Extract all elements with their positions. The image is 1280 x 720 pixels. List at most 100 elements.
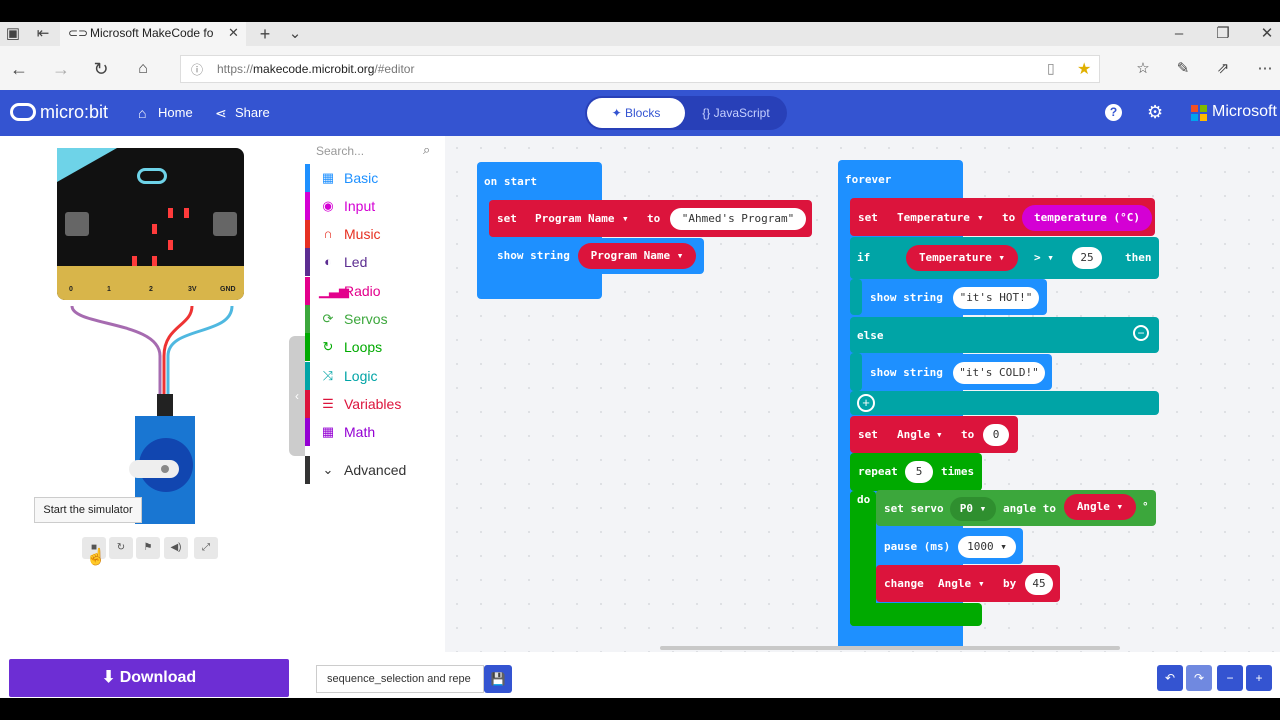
slowmo-icon[interactable]: ⚑ <box>136 537 160 559</box>
help-icon[interactable]: ? <box>1105 104 1122 121</box>
add-else-if-icon[interactable]: + <box>857 394 875 412</box>
temperature-dropdown[interactable]: Temperature <box>897 211 970 224</box>
hot-string[interactable]: "it's HOT!" <box>953 287 1039 309</box>
fullscreen-icon[interactable]: ⤢ <box>194 537 218 559</box>
toolbox-category-logic[interactable]: ⤨Logic <box>305 362 445 390</box>
download-button[interactable]: ⬇ Download <box>9 659 289 697</box>
restart-icon[interactable]: ↻ <box>109 537 133 559</box>
cold-string[interactable]: "it's COLD!" <box>953 362 1045 384</box>
program-name-variable-pill[interactable]: Program Name ▾ <box>578 243 696 269</box>
toolbox-label: Servos <box>344 311 388 327</box>
search-icon: ⌕ <box>423 142 431 157</box>
change-value[interactable]: 45 <box>1025 573 1053 595</box>
forward-icon[interactable]: → <box>52 59 70 79</box>
if-footer <box>850 391 1159 415</box>
minimize-icon[interactable]: – <box>1174 25 1184 42</box>
tab-dropdown-icon[interactable]: ⌄ <box>288 25 302 42</box>
angle-variable-pill[interactable]: Angle ▾ <box>1064 494 1136 520</box>
blocks-tab[interactable]: ✦ Blocks <box>587 98 685 128</box>
share-browser-icon[interactable]: ⇗ <box>1216 60 1230 77</box>
compare-operator[interactable]: > ▾ <box>1034 251 1054 264</box>
temperature-reporter[interactable]: temperature (°C) <box>1022 205 1152 231</box>
settings-gear-icon[interactable]: ⚙ <box>1147 102 1164 122</box>
toolbox-search-input[interactable]: Search... <box>316 144 365 158</box>
stop-simulator-icon[interactable]: ■ <box>82 537 106 559</box>
project-name-input[interactable]: sequence_selection and repe <box>316 665 484 693</box>
set-servo-label: set servo <box>884 502 944 515</box>
set-aside-tabs-icon[interactable]: ⇤ <box>36 25 50 42</box>
toolbox-advanced[interactable]: ⌄Advanced <box>305 456 445 484</box>
microsoft-logo-icon <box>1191 105 1207 121</box>
list-icon: ☰ <box>322 396 334 411</box>
pen-icon[interactable]: ✎ <box>1176 60 1190 77</box>
board-corner-decor <box>57 148 117 182</box>
browser-tab[interactable]: ⊂⊃ Microsoft MakeCode fo ✕ <box>60 22 246 46</box>
by-keyword: by <box>1003 577 1017 590</box>
zoom-in-icon[interactable]: + <box>1246 665 1272 691</box>
window-close-icon[interactable]: ✕ <box>1260 25 1274 42</box>
toolbox-category-variables[interactable]: ☰Variables <box>305 390 445 418</box>
show-string-label: show string <box>870 291 943 304</box>
then-keyword: then <box>1125 251 1152 264</box>
app-logo[interactable]: micro:bit <box>40 102 109 122</box>
simulator-pane: 0 1 2 3V GND Start the simulator ■ ↻ ⚑ ◀… <box>0 136 305 652</box>
if-body-rail <box>850 279 862 315</box>
button-b[interactable] <box>213 212 237 236</box>
tab-actions-icon[interactable]: ▣ <box>5 25 21 42</box>
angle-init-value[interactable]: 0 <box>983 424 1009 446</box>
close-tab-icon[interactable]: ✕ <box>228 25 239 40</box>
toolbox-category-music[interactable]: ∩Music <box>305 220 445 248</box>
toolbox-category-math[interactable]: ▦Math <box>305 418 445 446</box>
toolbox-category-radio[interactable]: ▁▃▅Radio <box>305 277 445 305</box>
back-icon[interactable]: ← <box>10 59 28 79</box>
pause-value[interactable]: 1000 ▾ <box>958 536 1016 558</box>
mute-icon[interactable]: ◀) <box>164 537 188 559</box>
pin-3v-label: 3V <box>188 286 197 293</box>
new-tab-icon[interactable]: + <box>259 24 271 44</box>
compare-value[interactable]: 25 <box>1072 247 1102 269</box>
workspace-scrollbar[interactable] <box>660 646 1120 650</box>
redo-icon[interactable]: ↷ <box>1186 665 1212 691</box>
toolbox-category-loops[interactable]: ↻Loops <box>305 333 445 361</box>
toolbox-category-led[interactable]: ◐Led <box>305 248 445 276</box>
angle-dropdown[interactable]: Angle <box>897 428 931 441</box>
restore-icon[interactable]: ❐ <box>1216 25 1230 42</box>
dropdown-arrow-icon: ▾ <box>936 428 943 441</box>
favorite-star-icon[interactable]: ★ <box>1077 61 1092 78</box>
program-name-value[interactable]: "Ahmed's Program" <box>670 208 806 230</box>
to-keyword: to <box>1002 211 1016 224</box>
board-logo-icon <box>137 168 167 184</box>
javascript-tab[interactable]: {} JavaScript <box>688 98 784 128</box>
toolbox-category-input[interactable]: ◉Input <box>305 192 445 220</box>
toolbox-category-servos[interactable]: ⟳Servos <box>305 305 445 333</box>
button-a[interactable] <box>65 212 89 236</box>
toolbox-category-basic[interactable]: ▦Basic <box>305 164 445 192</box>
share-button[interactable]: Share <box>235 105 270 120</box>
download-label: Download <box>119 669 197 686</box>
reading-view-icon[interactable]: ▯ <box>1047 60 1055 76</box>
undo-icon[interactable]: ↶ <box>1157 665 1183 691</box>
home-icon[interactable]: ⌂ <box>138 60 148 77</box>
home-button[interactable]: Home <box>158 105 193 120</box>
else-block[interactable] <box>850 317 1159 353</box>
zoom-out-icon[interactable]: − <box>1217 665 1243 691</box>
refresh-icon[interactable]: ↻ <box>93 59 109 79</box>
variable-label: Program Name <box>590 249 671 262</box>
toolbox-label: Radio <box>344 283 381 299</box>
toolbox: Search... ⌕ <box>305 136 445 652</box>
collapse-simulator-handle[interactable]: ‹ <box>289 336 305 456</box>
servo-pin-dropdown[interactable]: P0 ▾ <box>950 497 996 521</box>
pin-gnd-label: GND <box>220 286 236 293</box>
angle-dropdown[interactable]: Angle <box>938 577 972 590</box>
dropdown-arrow-icon: ▾ <box>977 211 984 224</box>
puzzle-icon: ✦ <box>611 106 626 120</box>
more-icon[interactable]: ⋯ <box>1257 60 1273 77</box>
favorites-icon[interactable]: ☆ <box>1136 60 1150 77</box>
chevron-down-icon: ⌄ <box>322 462 334 477</box>
program-name-dropdown[interactable]: Program Name <box>535 212 615 225</box>
save-icon[interactable]: 💾 <box>484 665 512 693</box>
address-bar[interactable]: ⓘ https://makecode.microbit.org/#editor … <box>180 55 1100 83</box>
temperature-variable-pill[interactable]: Temperature ▾ <box>906 245 1018 271</box>
remove-else-icon[interactable]: − <box>1133 325 1149 341</box>
repeat-count[interactable]: 5 <box>905 461 933 483</box>
